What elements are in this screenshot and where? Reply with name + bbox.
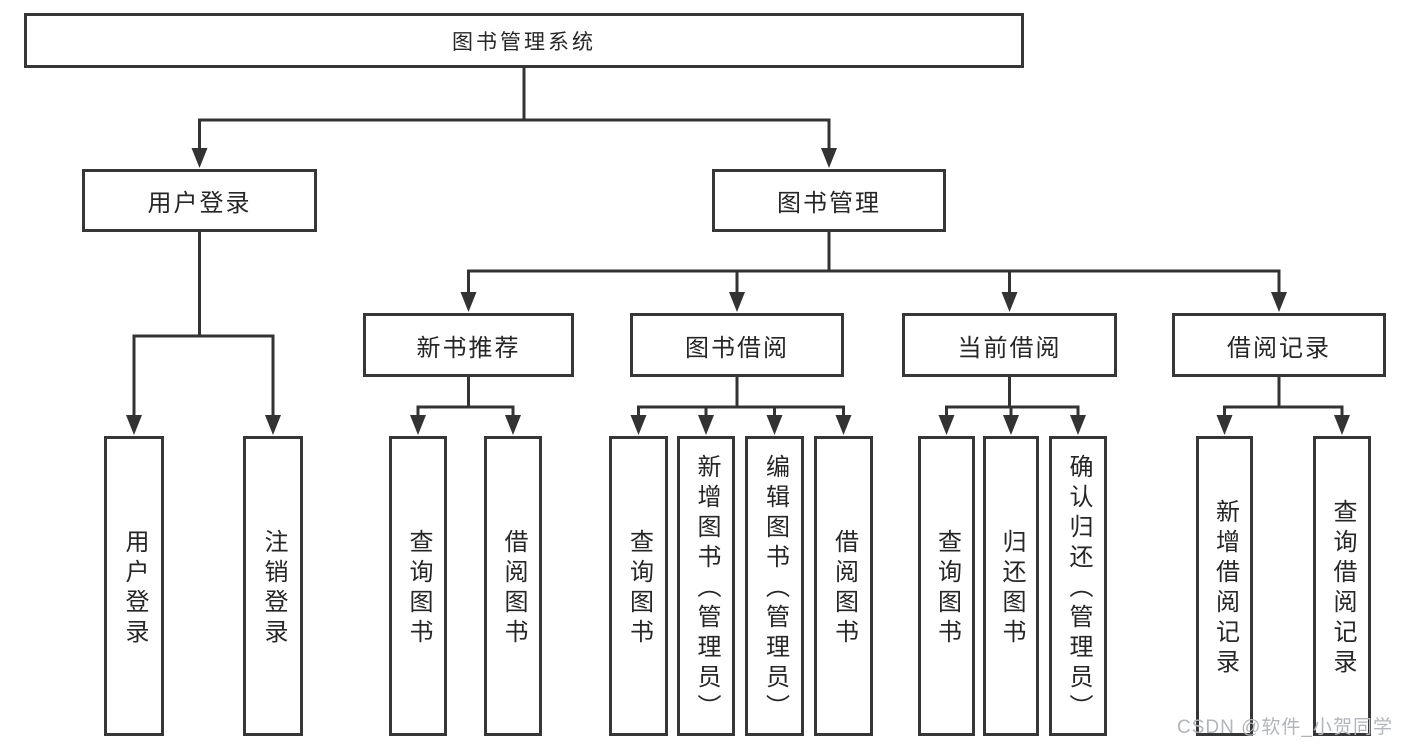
node-bb-add: 新增图书（管理员）: [677, 436, 735, 736]
node-cb: 当前借阅: [902, 313, 1117, 377]
node-label: 用户登录: [147, 190, 252, 217]
node-label: 新增借阅记录: [1211, 499, 1239, 679]
edge-arrowhead: [265, 415, 281, 435]
node-bb-borrow: 借阅图书: [814, 436, 873, 736]
node-label: 查询借阅记录: [1329, 499, 1356, 679]
edge-arrowhead: [821, 148, 837, 168]
edge-arrowhead: [1216, 415, 1233, 435]
node-label: 查询图书: [933, 529, 961, 649]
node-label: 借阅图书: [830, 529, 858, 649]
node-label: 借阅记录: [1227, 334, 1331, 362]
node-label: 新增图书（管理员）: [693, 454, 720, 724]
edge-arrowhead: [410, 415, 426, 435]
edge-arrowhead: [1001, 292, 1018, 312]
node-label: 用户登录: [121, 529, 148, 649]
node-nbr-query: 查询图书: [389, 436, 447, 736]
edge-arrowhead: [835, 415, 852, 435]
node-label: 编辑图书（管理员）: [761, 454, 789, 724]
node-root: 图书管理系统: [24, 13, 1024, 68]
node-label: 图书管理系统: [452, 30, 596, 54]
edge-arrowhead: [1334, 415, 1350, 435]
node-label: 注销登录: [260, 529, 287, 649]
edge-arrowhead: [729, 292, 745, 312]
edge-arrowhead: [1070, 415, 1086, 435]
edge-arrowhead: [1271, 292, 1287, 312]
node-label: 确认归还（管理员）: [1065, 454, 1092, 724]
edge-arrowhead: [505, 415, 521, 435]
node-nbr-borrow: 借阅图书: [484, 436, 542, 736]
node-label: 当前借阅: [957, 334, 1062, 362]
node-bb: 图书借阅: [630, 313, 844, 377]
node-ul-login: 用户登录: [104, 436, 164, 736]
node-cb-return: 归还图书: [983, 436, 1039, 736]
node-label: 借阅图书: [500, 529, 527, 649]
edge-arrowhead: [766, 415, 783, 435]
edge-arrowhead: [126, 415, 142, 435]
edge-arrowhead: [460, 292, 477, 312]
node-cb-query: 查询图书: [918, 436, 975, 736]
node-br: 借阅记录: [1172, 313, 1386, 377]
node-bb-edit: 编辑图书（管理员）: [745, 436, 804, 736]
node-bb-query: 查询图书: [609, 436, 668, 736]
node-user-login: 用户登录: [82, 169, 317, 232]
edge-arrowhead: [938, 415, 955, 435]
node-br-add: 新增借阅记录: [1196, 436, 1253, 736]
node-book-mgmt: 图书管理: [712, 169, 946, 232]
node-label: 图书借阅: [685, 334, 789, 362]
node-br-query: 查询借阅记录: [1313, 436, 1371, 736]
node-label: 新书推荐: [416, 334, 521, 362]
node-label: 归还图书: [998, 529, 1025, 649]
node-nbr: 新书推荐: [363, 313, 574, 377]
edge-arrowhead: [630, 415, 647, 435]
node-label: 查询图书: [625, 529, 653, 649]
edge-arrowhead: [191, 148, 208, 168]
node-ul-logout: 注销登录: [243, 436, 303, 736]
edge-arrowhead: [1003, 415, 1019, 435]
node-cb-confirm: 确认归还（管理员）: [1049, 436, 1107, 736]
edge-arrowhead: [698, 415, 714, 435]
node-label: 图书管理: [777, 190, 881, 217]
node-label: 查询图书: [405, 529, 432, 649]
